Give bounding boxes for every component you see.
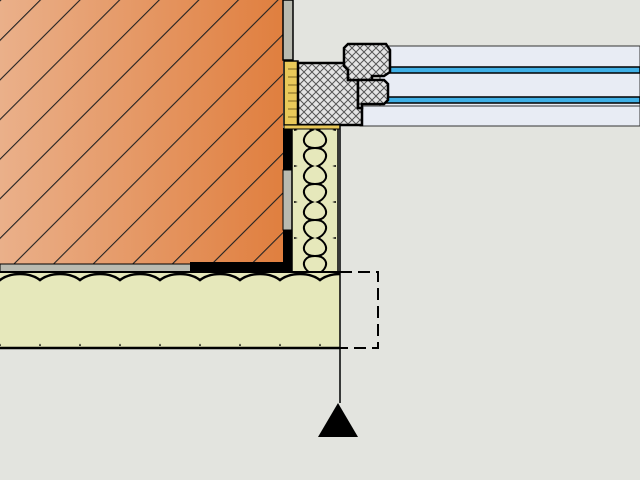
plaster-strip-mid <box>282 169 293 231</box>
sash-top <box>342 42 392 82</box>
dimension-bracket <box>340 271 379 349</box>
insulation-horizontal <box>0 271 340 350</box>
membrane <box>190 128 292 272</box>
section-marker-triangle-icon <box>318 403 358 437</box>
plaster-strip-bottom <box>0 263 193 273</box>
brick-wall <box>0 0 283 265</box>
window <box>283 42 640 130</box>
insulation-vertical <box>291 127 339 273</box>
sash-bottom <box>356 78 390 110</box>
plaster-strip-top <box>282 0 294 61</box>
glazing <box>359 45 640 127</box>
